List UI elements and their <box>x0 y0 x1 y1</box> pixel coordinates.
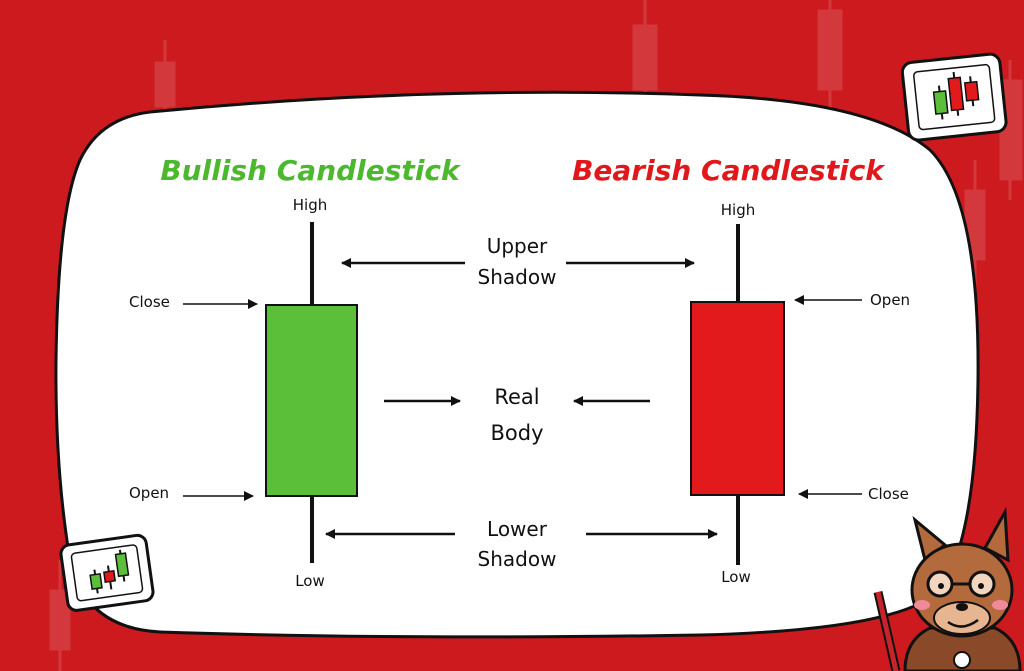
candlestick-chart-icon <box>59 533 155 612</box>
diagram-panel <box>54 90 980 639</box>
real-body-label-line2: Body <box>490 421 543 445</box>
candlestick-chart-icon <box>900 52 1008 142</box>
bearish-open-label: Open <box>870 291 910 309</box>
bearish-body <box>690 301 785 496</box>
bearish-low-label: Low <box>721 568 751 586</box>
bearish-title: Bearish Candlestick <box>572 154 886 187</box>
bullish-open-label: Open <box>129 484 169 502</box>
bullish-high-label: High <box>293 196 327 214</box>
fox-mascot-icon <box>873 506 1022 671</box>
bullish-title: Bullish Candlestick <box>160 154 462 187</box>
lower-shadow-label-line2: Shadow <box>478 547 557 571</box>
bearish-candle <box>690 224 785 565</box>
real-body-label-line1: Real <box>494 385 539 409</box>
bullish-candle <box>265 222 358 563</box>
upper-shadow-label-line1: Upper <box>487 234 548 258</box>
bullish-body <box>265 304 358 497</box>
lower-shadow-label-line1: Lower <box>487 517 548 541</box>
bullish-low-label: Low <box>295 572 325 590</box>
bearish-high-label: High <box>721 201 755 219</box>
bearish-close-label: Close <box>868 485 909 503</box>
bullish-close-label: Close <box>129 293 170 311</box>
upper-shadow-label-line2: Shadow <box>478 265 557 289</box>
